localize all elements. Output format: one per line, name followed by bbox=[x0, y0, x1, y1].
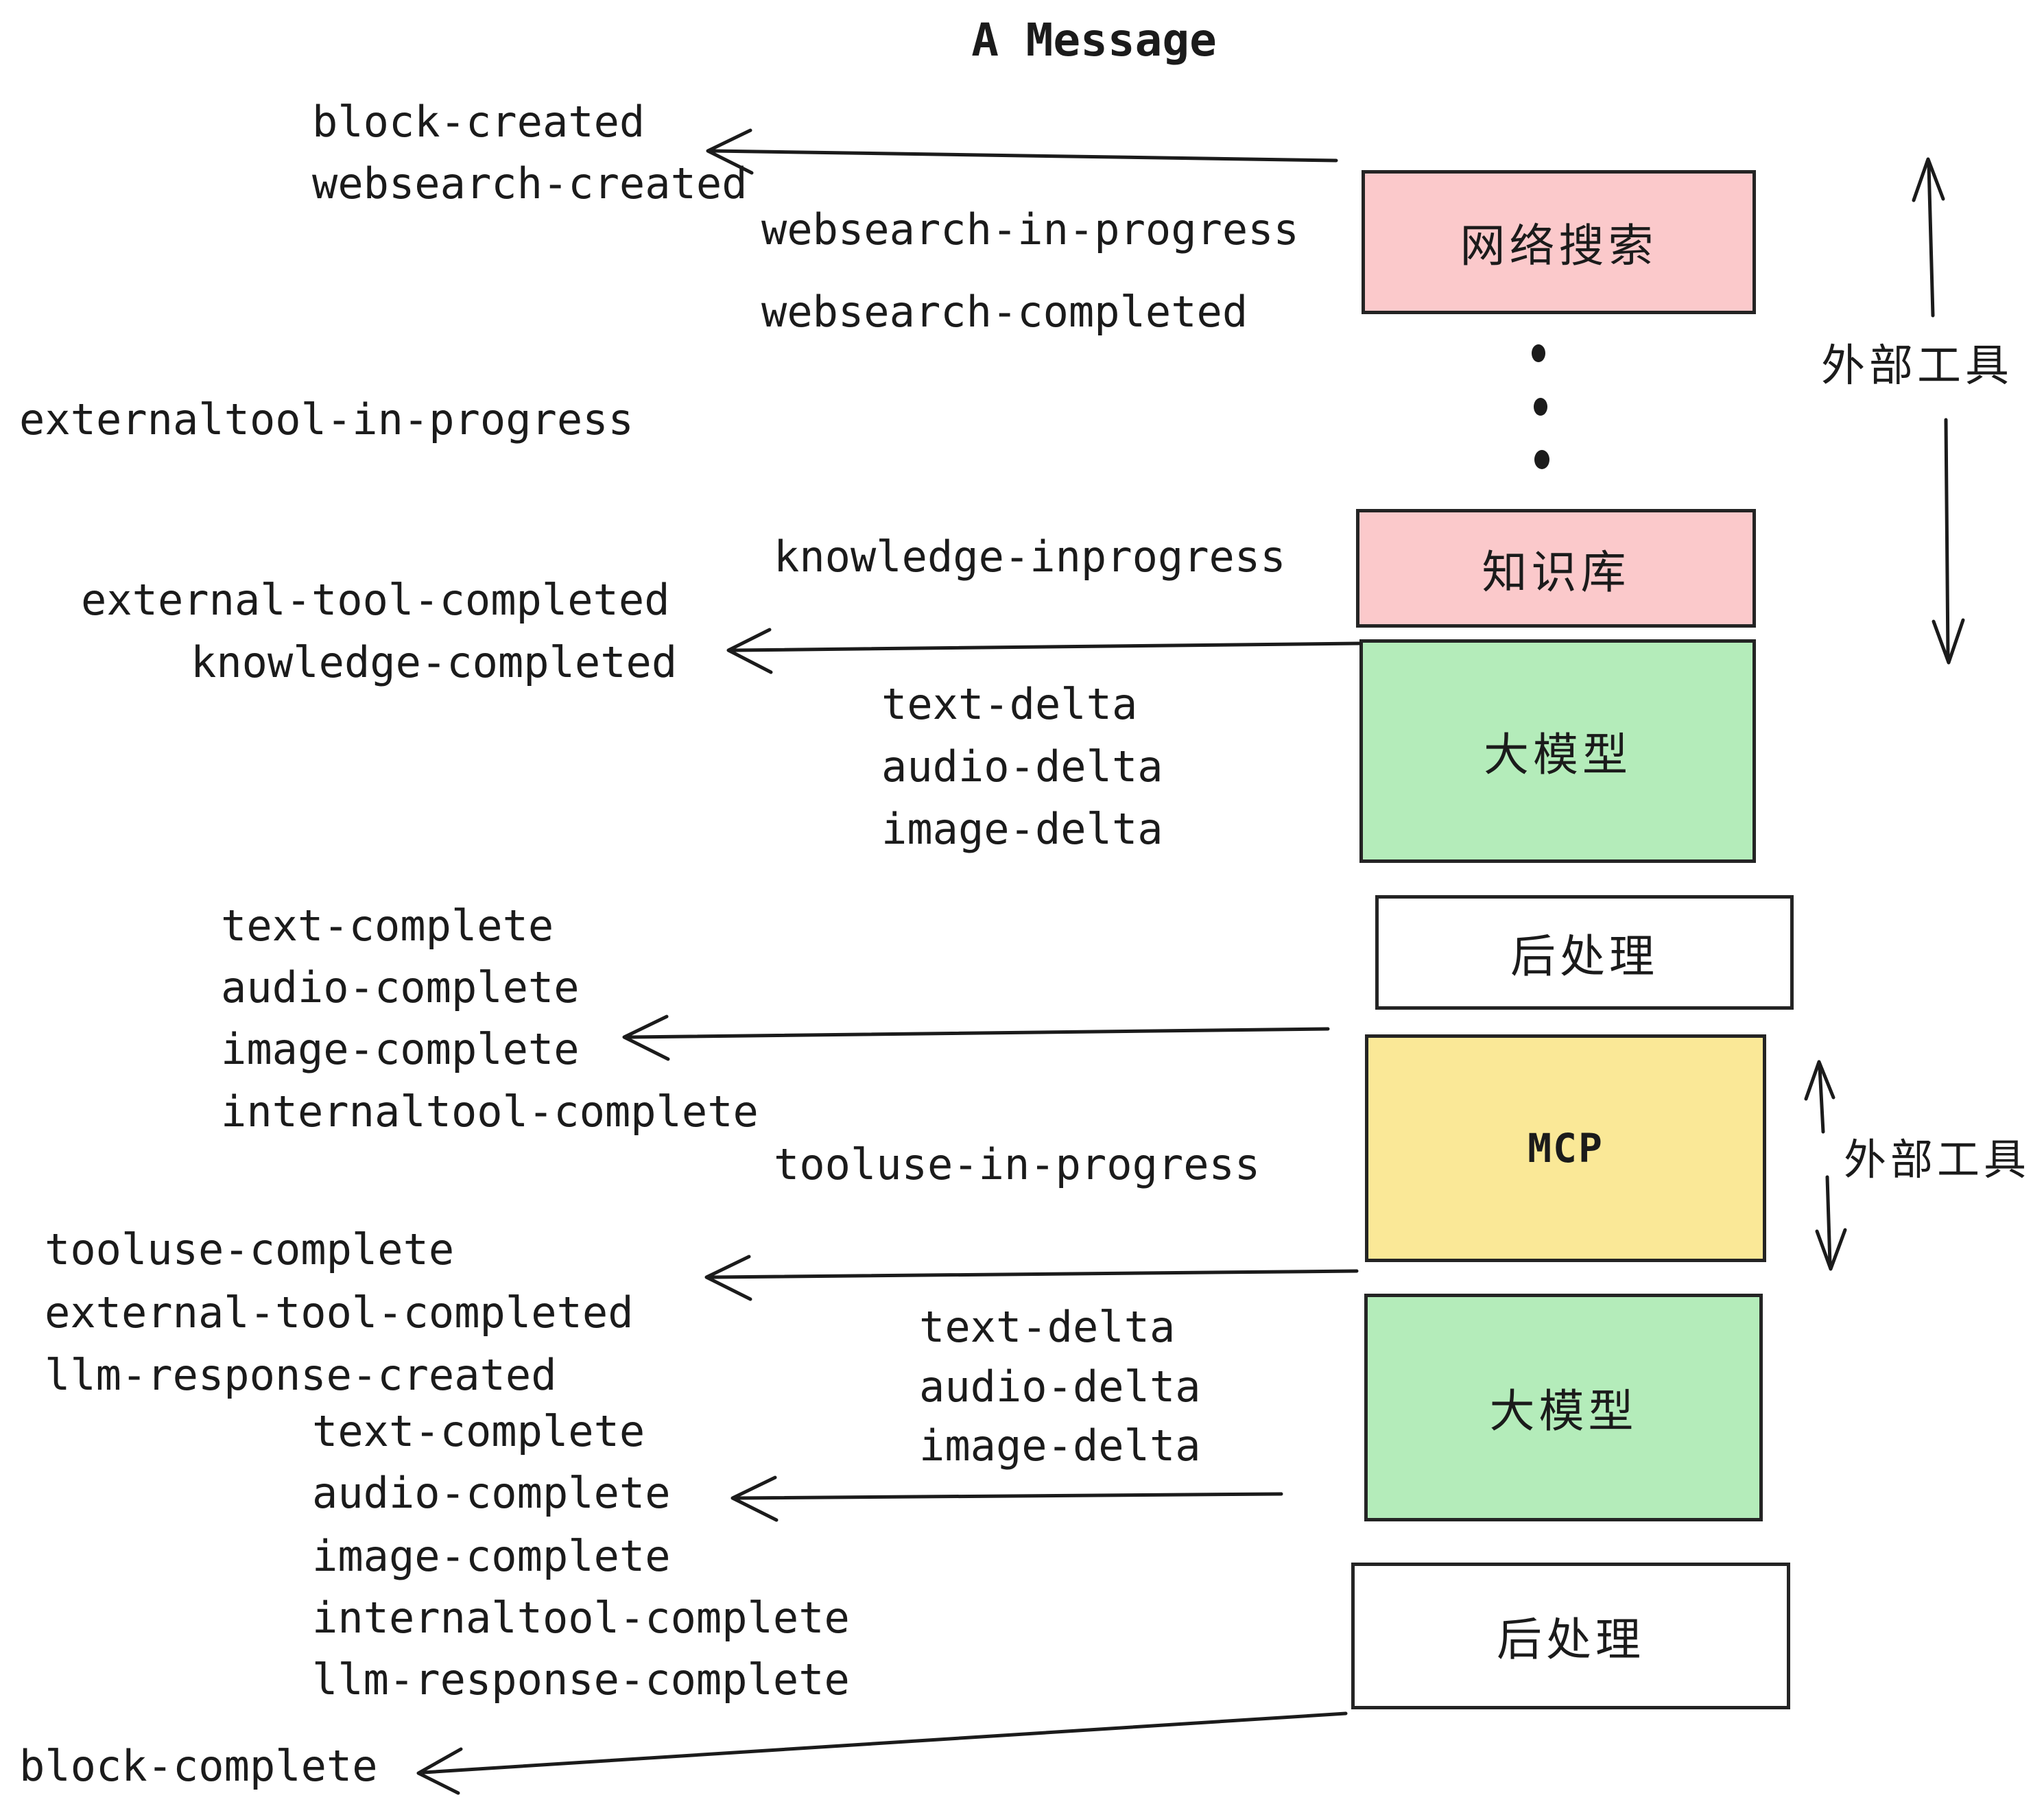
event-label-text-delta-2: text-delta bbox=[919, 1302, 1176, 1352]
box-llm-1: 大模型 bbox=[1359, 639, 1756, 863]
arrow-tooluse-complete bbox=[704, 1255, 1359, 1301]
event-label-knowledge-inprogress: knowledge-inprogress bbox=[774, 532, 1286, 582]
diagram-title: A Message bbox=[971, 14, 1217, 67]
box-post-process-2: 后处理 bbox=[1351, 1563, 1790, 1709]
box-mcp: MCP bbox=[1365, 1034, 1766, 1262]
event-label-external-tool-completed-2: external-tool-completed bbox=[45, 1287, 634, 1338]
box-web-search: 网络搜索 bbox=[1362, 170, 1756, 314]
event-label-block-complete: block-complete bbox=[19, 1741, 378, 1791]
event-label-image-complete-2: image-complete bbox=[312, 1531, 671, 1581]
event-label-text-complete-2: text-complete bbox=[312, 1406, 645, 1456]
external-tools-arrow-top bbox=[1912, 157, 1965, 665]
event-label-audio-delta-1: audio-delta bbox=[881, 741, 1163, 792]
event-label-external-tool-completed: external-tool-completed bbox=[81, 575, 670, 625]
event-label-tooluse-in-progress: tooluse-in-progress bbox=[774, 1139, 1261, 1189]
event-label-internaltool-complete-1: internaltool-complete bbox=[221, 1087, 759, 1137]
box-post-process-1: 后处理 bbox=[1375, 895, 1794, 1010]
arrow-block-complete bbox=[416, 1711, 1348, 1795]
ellipsis-dots bbox=[1532, 344, 1549, 469]
event-label-block-created: block-created bbox=[312, 97, 645, 147]
arrow-audio-complete bbox=[730, 1475, 1283, 1522]
box-llm-2: 大模型 bbox=[1364, 1294, 1763, 1521]
external-tools-label-mcp: 外部工具 bbox=[1844, 1137, 2031, 1184]
box-knowledge-base: 知识库 bbox=[1356, 509, 1756, 628]
arrow-image-complete bbox=[622, 1014, 1330, 1061]
event-label-llm-response-created: llm-response-created bbox=[45, 1350, 557, 1400]
event-label-knowledge-completed: knowledge-completed bbox=[191, 637, 678, 687]
external-tools-arrow-mcp bbox=[1804, 1060, 1847, 1271]
arrow-websearch-created bbox=[706, 128, 1338, 175]
event-label-audio-complete-2: audio-complete bbox=[312, 1468, 671, 1518]
event-label-image-delta-1: image-delta bbox=[881, 804, 1163, 854]
event-label-websearch-in-progress: websearch-in-progress bbox=[761, 204, 1299, 254]
event-label-text-complete-1: text-complete bbox=[221, 901, 554, 951]
arrow-knowledge-completed bbox=[726, 628, 1362, 674]
external-tools-label-top: 外部工具 bbox=[1821, 341, 2013, 390]
event-label-externaltool-in-progress: externaltool-in-progress bbox=[19, 394, 634, 444]
event-label-websearch-created: websearch-created bbox=[312, 158, 748, 209]
event-label-llm-response-complete: llm-response-complete bbox=[312, 1654, 850, 1705]
event-label-websearch-completed: websearch-completed bbox=[761, 287, 1248, 337]
event-label-text-delta-1: text-delta bbox=[881, 679, 1138, 729]
event-label-tooluse-complete: tooluse-complete bbox=[45, 1224, 455, 1274]
event-label-image-delta-2: image-delta bbox=[919, 1421, 1201, 1471]
event-label-audio-delta-2: audio-delta bbox=[919, 1362, 1201, 1412]
event-label-internaltool-complete-2: internaltool-complete bbox=[312, 1593, 850, 1643]
event-label-image-complete-1: image-complete bbox=[221, 1024, 580, 1074]
event-label-audio-complete-1: audio-complete bbox=[221, 962, 580, 1012]
